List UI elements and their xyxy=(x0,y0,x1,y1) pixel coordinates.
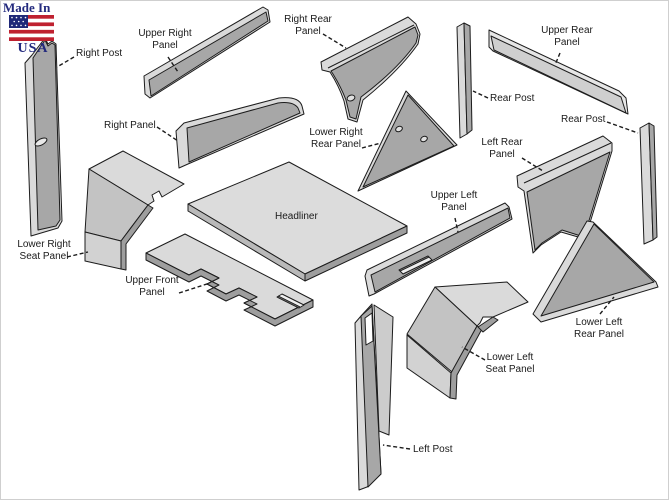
label-lower-left-rear-panel: Lower Left Rear Panel xyxy=(573,317,625,340)
leader-right-post xyxy=(56,56,75,68)
label-right-post: Right Post xyxy=(76,48,123,59)
part-upper-right-panel xyxy=(143,6,271,99)
label-upper-front-panel: Upper Front Panel xyxy=(125,275,179,298)
label-rear-post-right: Rear Post xyxy=(561,114,606,125)
part-upper-rear-panel xyxy=(488,29,629,115)
part-headliner xyxy=(187,161,408,282)
part-right-post xyxy=(24,37,63,237)
leader-lower-right-seat-panel xyxy=(66,251,89,258)
label-left-post: Left Post xyxy=(413,444,453,455)
leader-left-rear-panel xyxy=(521,157,544,172)
leader-lower-left-rear-panel xyxy=(599,296,615,315)
label-right-rear-panel: Right Rear Panel xyxy=(284,14,332,37)
label-lower-right-rear-panel: Lower Right Rear Panel xyxy=(309,127,363,150)
leader-right-rear-panel xyxy=(322,33,347,49)
leader-lower-right-rear-panel xyxy=(361,142,382,149)
leader-upper-rear-panel xyxy=(554,52,561,66)
leader-left-post xyxy=(382,444,411,450)
made-in-usa-badge: Made In USA xyxy=(3,1,63,56)
label-headliner: Headliner xyxy=(275,211,318,222)
leader-right-panel xyxy=(156,126,179,142)
part-rear-post-left xyxy=(456,22,473,139)
part-upper-front-panel xyxy=(145,233,314,327)
leader-rear-post-right xyxy=(606,121,639,134)
part-right-panel xyxy=(175,97,305,169)
part-upper-left-panel xyxy=(364,202,513,297)
part-right-rear-panel xyxy=(320,16,421,123)
part-lower-right-rear-panel xyxy=(357,90,458,192)
label-right-panel: Right Panel xyxy=(104,120,156,131)
leader-upper-right-panel xyxy=(167,56,179,73)
label-upper-left-panel: Upper Left Panel xyxy=(430,190,478,213)
part-lower-right-seat-panel xyxy=(84,150,185,271)
label-left-rear-panel: Left Rear Panel xyxy=(481,137,523,160)
usa-text: USA xyxy=(17,41,49,56)
leader-lower-left-seat-panel xyxy=(461,346,486,361)
made-in-text: Made In xyxy=(3,0,51,15)
part-lower-left-seat-panel xyxy=(406,281,529,400)
label-upper-rear-panel: Upper Rear Panel xyxy=(541,25,593,48)
label-lower-right-seat-panel: Lower Right Seat Panel xyxy=(17,239,71,262)
part-lower-left-rear-panel xyxy=(532,220,659,323)
leader-rear-post-left xyxy=(472,90,489,99)
part-rear-post-right xyxy=(639,122,658,245)
leader-upper-front-panel xyxy=(178,282,211,294)
label-rear-post-left: Rear Post xyxy=(490,93,535,104)
part-left-post xyxy=(354,303,394,491)
label-lower-left-seat-panel: Lower Left Seat Panel xyxy=(485,352,535,375)
leader-lines xyxy=(56,33,639,450)
leader-upper-left-panel xyxy=(454,217,459,233)
label-upper-right-panel: Upper Right Panel xyxy=(138,28,192,51)
usa-flag-icon xyxy=(9,15,54,41)
